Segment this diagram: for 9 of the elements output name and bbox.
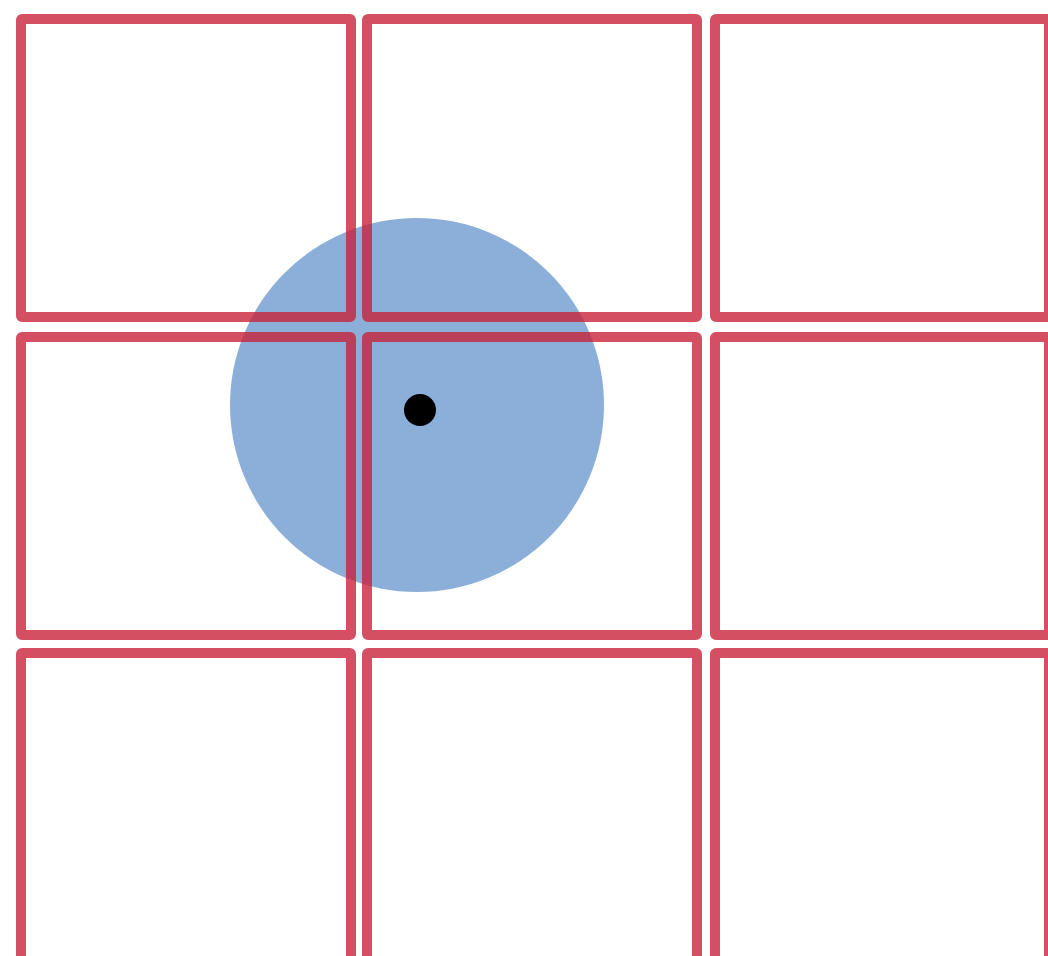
square-box xyxy=(16,332,356,640)
square-box xyxy=(362,14,702,322)
square-box xyxy=(16,648,356,956)
square-box xyxy=(362,648,702,956)
square-box xyxy=(710,332,1048,640)
square-box xyxy=(710,648,1048,956)
square-box xyxy=(710,14,1048,322)
square-box xyxy=(16,14,356,322)
square-box xyxy=(362,332,702,640)
